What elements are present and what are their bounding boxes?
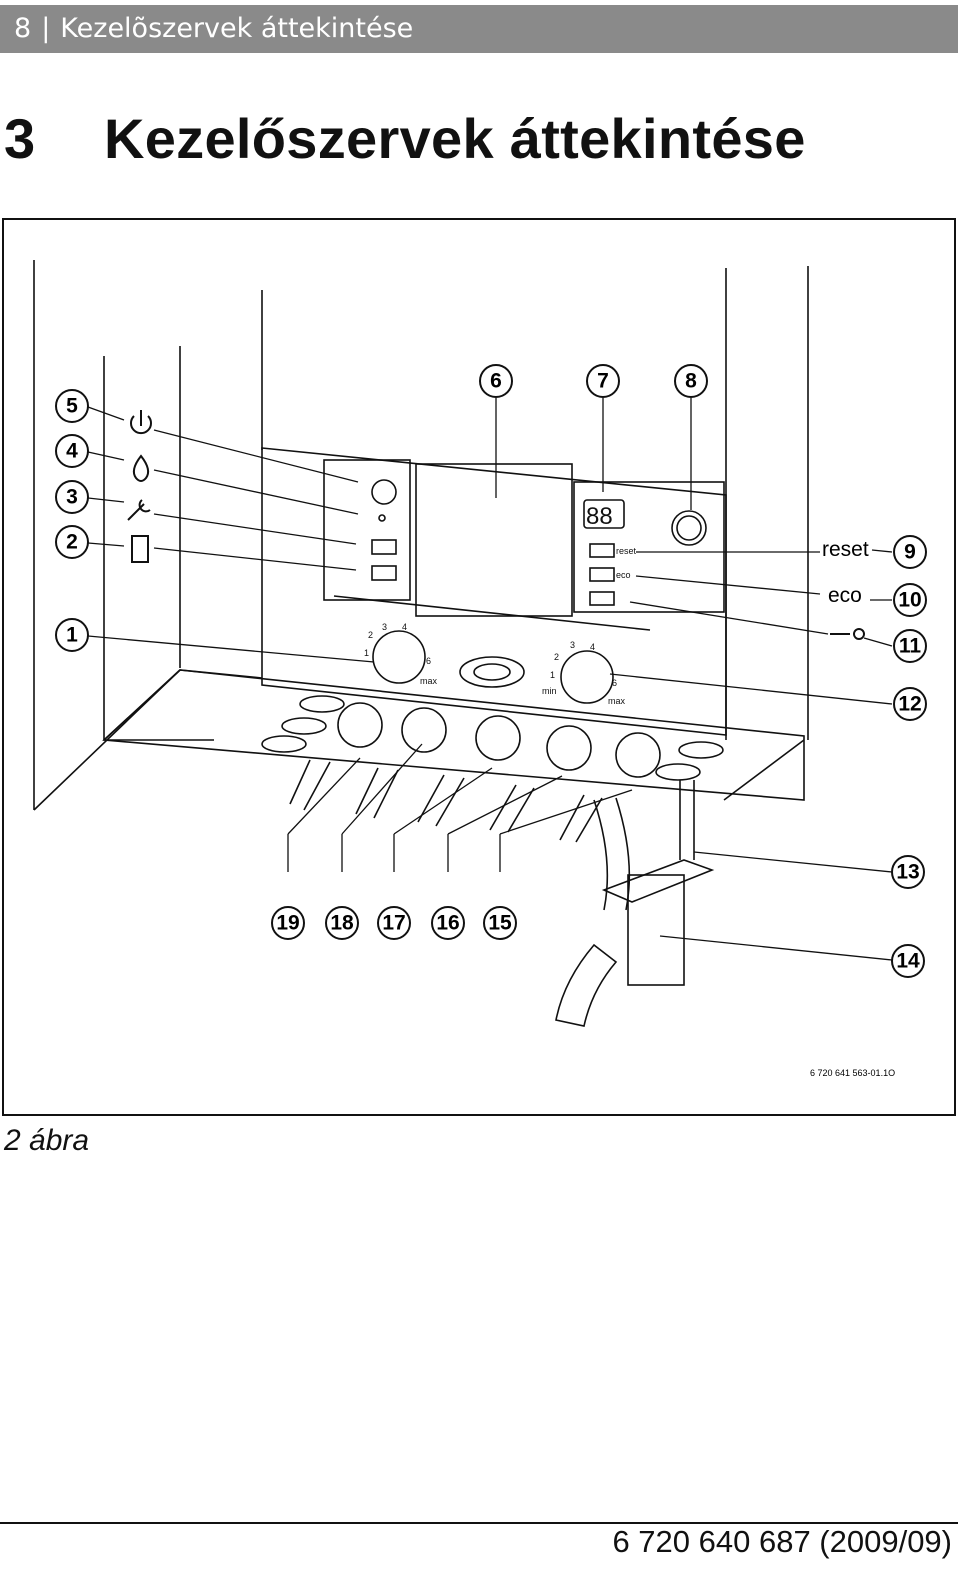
figure-caption: 2 ábra (4, 1124, 90, 1157)
running-header: 8 | Kezelõszervek áttekintése (0, 5, 958, 53)
page-number: 8 (14, 13, 32, 44)
dial-left-scale-1: 1 (364, 648, 369, 658)
svg-text:5: 5 (66, 395, 78, 418)
digital-display: 88 (586, 503, 613, 530)
svg-text:11: 11 (899, 635, 922, 658)
flame-icon (132, 454, 150, 482)
svg-text:14: 14 (896, 950, 920, 973)
document-number: 6 720 640 687 (2009/09) (612, 1524, 952, 1559)
dial-right-scale-3: 3 (570, 640, 575, 650)
figure-frame: reset eco 88 max max min 1 2 3 4 6 1 2 3… (2, 218, 956, 1116)
dial-left-scale-4: 4 (402, 622, 407, 632)
svg-text:19: 19 (276, 912, 299, 935)
running-title: Kezelõszervek áttekintése (60, 13, 414, 44)
chimney-sweep-icon (131, 535, 149, 563)
svg-text:17: 17 (382, 912, 405, 935)
footer-rule (0, 1522, 958, 1524)
dial-right-scale-2: 2 (554, 652, 559, 662)
callout-10: 10 (893, 583, 927, 617)
callout-13: 13 (891, 855, 925, 889)
callout-1: 1 (55, 618, 89, 652)
eco-label: eco (828, 584, 862, 607)
callout-5: 5 (55, 389, 89, 423)
svg-text:2: 2 (66, 531, 78, 554)
dial-left-scale-3: 3 (382, 622, 387, 632)
dial-left-max: max (420, 676, 438, 686)
callout-9: 9 (893, 535, 927, 569)
dial-left-scale-2: 2 (368, 630, 373, 640)
dial-right-min: min (542, 686, 557, 696)
header-separator: | (41, 13, 51, 44)
callout-14: 14 (891, 944, 925, 978)
callout-12: 12 (893, 687, 927, 721)
callout-3: 3 (55, 480, 89, 514)
wrench-icon (127, 499, 151, 521)
dial-right-max: max (608, 696, 626, 706)
svg-text:15: 15 (488, 912, 512, 935)
dial-right-scale-4: 4 (590, 642, 595, 652)
callout-16: 16 (431, 906, 465, 940)
svg-text:12: 12 (898, 693, 921, 716)
boiler-diagram: reset eco 88 max max min 1 2 3 4 6 1 2 3… (33, 260, 927, 1078)
section-title: Kezelőszervek áttekintése (104, 107, 806, 170)
panel-reset-label: reset (616, 546, 637, 556)
callout-4: 4 (55, 434, 89, 468)
callout-7: 7 (586, 364, 620, 398)
dial-right-scale-1: 1 (550, 670, 555, 680)
callout-2: 2 (55, 525, 89, 559)
callout-8: 8 (674, 364, 708, 398)
svg-text:8: 8 (685, 370, 697, 393)
callout-19: 19 (271, 906, 305, 940)
callout-15: 15 (483, 906, 517, 940)
svg-text:16: 16 (436, 912, 459, 935)
key-icon (830, 628, 866, 640)
svg-text:7: 7 (597, 370, 609, 393)
callout-17: 17 (377, 906, 411, 940)
svg-text:10: 10 (898, 589, 921, 612)
svg-text:1: 1 (66, 624, 78, 647)
svg-text:13: 13 (896, 861, 919, 884)
reset-label: reset (822, 538, 869, 561)
svg-text:9: 9 (904, 541, 916, 564)
svg-text:4: 4 (66, 440, 78, 463)
dial-right-scale-6: 6 (612, 678, 617, 688)
section-number: 3 (4, 107, 36, 170)
callout-6: 6 (479, 364, 513, 398)
svg-text:18: 18 (330, 912, 354, 935)
section-heading: 3 Kezelőszervek áttekintése (4, 106, 806, 171)
drawing-number: 6 720 641 563-01.1O (810, 1068, 895, 1078)
svg-text:3: 3 (66, 486, 78, 509)
dial-left-scale-6: 6 (426, 656, 431, 666)
panel-eco-label: eco (616, 570, 631, 580)
callout-11: 11 (893, 629, 927, 663)
power-icon (130, 415, 152, 435)
svg-text:6: 6 (490, 370, 502, 393)
callout-18: 18 (325, 906, 359, 940)
